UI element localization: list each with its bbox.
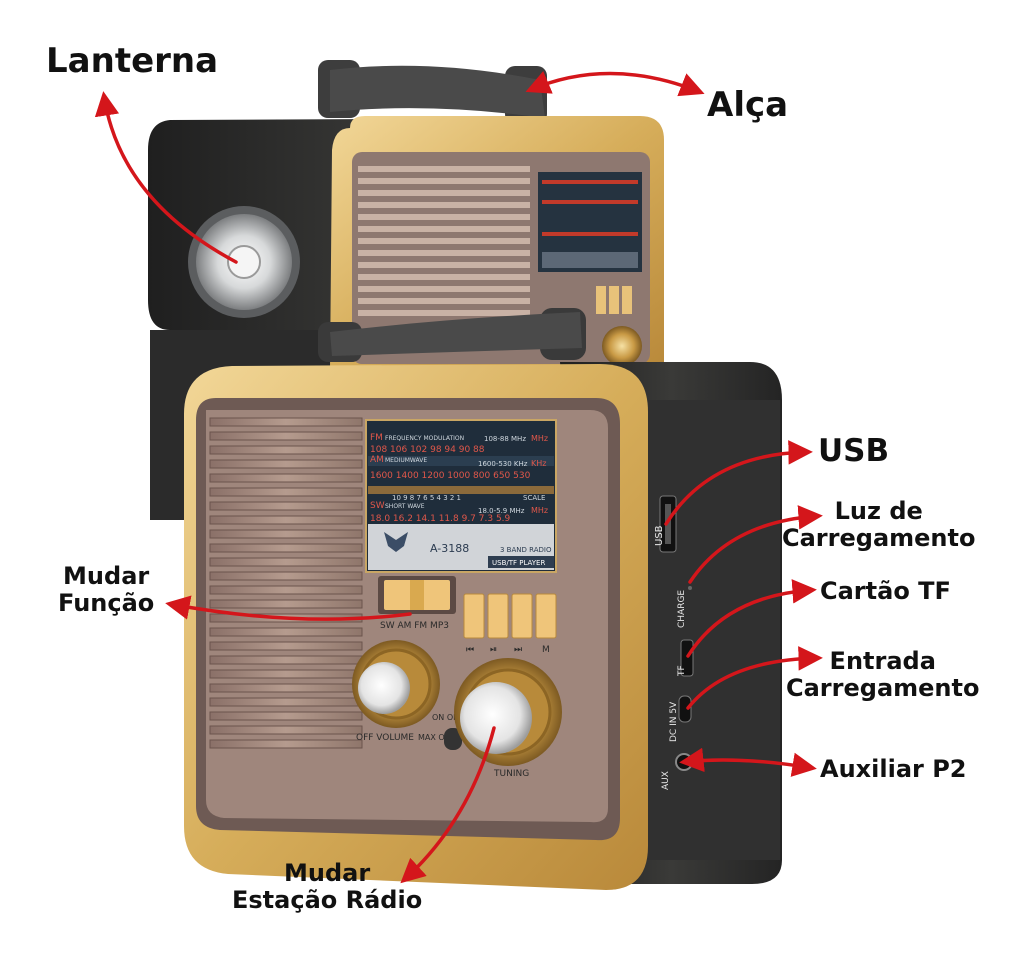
volume-knob[interactable]: [352, 640, 440, 728]
callout-cartao-tf-text: Cartão TF: [820, 577, 951, 605]
callout-usb: USB: [818, 434, 889, 469]
dc-port[interactable]: [678, 695, 692, 723]
charge-label: CHARGE: [677, 590, 687, 628]
sw-caption: SHORT WAVE: [385, 503, 425, 510]
max-on-label: MAX ON: [418, 733, 451, 742]
fm-label: FM: [370, 433, 383, 443]
callout-lanterna: Lanterna: [46, 42, 218, 80]
callout-funcao-line2: Função: [58, 588, 155, 617]
band-line2: USB/TF PLAYER: [492, 559, 545, 567]
callout-auxiliar-text: Auxiliar P2: [820, 755, 967, 783]
am-label: AM: [370, 455, 384, 465]
tf-label: TF: [677, 665, 687, 677]
side-ports: USB CHARGE TF DC IN 5V AUX: [654, 495, 694, 790]
am-scale: 1600 1400 1200 1000 800 650 530: [370, 471, 531, 481]
sw-scale: 18.0 16.2 14.1 11.8 9.7 7.3 5.9: [370, 514, 511, 524]
fm-range: 108-88 MHz: [484, 435, 526, 443]
callout-mudar-estacao: Mudar Estação Rádio: [232, 860, 422, 914]
callout-estacao-line1: Mudar: [284, 859, 371, 887]
tf-slot[interactable]: [680, 639, 694, 677]
callout-lanterna-text: Lanterna: [46, 41, 219, 81]
scale-word: SCALE: [523, 494, 545, 502]
arrow-alca: [525, 71, 705, 97]
sw-range: 18.0-5.9 MHz: [478, 507, 525, 515]
band-line1: 3 BAND RADIO: [500, 546, 552, 554]
am-caption: MEDIUMWAVE: [385, 457, 427, 464]
play-pause-icon: ⏯: [490, 645, 497, 655]
am-unit: KHz: [531, 459, 546, 468]
model-label: A-3188: [430, 542, 469, 555]
fm-scale: 108 106 102 98 94 90 88: [370, 445, 485, 455]
callout-mudar-funcao: Mudar Função: [58, 563, 154, 617]
callout-entrada-line2: Carregamento: [786, 673, 980, 702]
fm-caption: FREQUENCY MODULATION: [385, 435, 464, 442]
callout-funcao-line1: Mudar: [63, 562, 150, 590]
callout-alca: Alça: [707, 86, 788, 124]
prev-button[interactable]: [463, 593, 485, 639]
callout-entrada-carregamento: Entrada Carregamento: [786, 648, 979, 702]
mode-labels: SW AM FM MP3: [380, 621, 449, 631]
arrow-funcao: [165, 595, 412, 621]
volume-label: OFF VOLUME: [356, 733, 414, 743]
arrow-estacao: [400, 726, 496, 884]
tuning-dial-panel: FM FREQUENCY MODULATION 108-88 MHz MHz 1…: [365, 419, 557, 573]
front-grill: [209, 417, 363, 749]
arrow-luz: [688, 505, 823, 584]
back-grill: [358, 166, 530, 316]
next-button[interactable]: [511, 593, 533, 639]
eagle-logo: [384, 532, 408, 552]
next-icon: ⏭: [514, 645, 522, 655]
callout-auxiliar-p2: Auxiliar P2: [820, 756, 967, 783]
callout-usb-text: USB: [818, 433, 890, 469]
scale-numbers: 10 9 8 7 6 5 4 3 2 1: [392, 494, 461, 502]
callout-luz-line2: Carregamento: [782, 523, 976, 552]
mode-switch[interactable]: [378, 576, 456, 614]
back-radio: [148, 60, 664, 520]
callout-alca-text: Alça: [707, 85, 789, 125]
mode-m-button[interactable]: [535, 593, 557, 639]
m-label: M: [542, 645, 550, 655]
power-slider[interactable]: [444, 728, 462, 750]
tuning-knob[interactable]: [454, 658, 562, 766]
fm-unit: MHz: [531, 434, 548, 443]
on-off-label: ON OFF: [432, 713, 463, 722]
dc-label: DC IN 5V: [669, 701, 679, 742]
charge-led: [688, 586, 692, 590]
am-range: 1600-530 KHz: [478, 460, 528, 468]
callout-arrows: [94, 71, 823, 884]
arrow-entrada: [686, 646, 823, 710]
sw-label: SW: [370, 501, 385, 511]
arrow-auxiliar: [679, 747, 817, 777]
callout-luz-line1: Luz de: [834, 497, 923, 525]
front-radio: FM FREQUENCY MODULATION 108-88 MHz MHz 1…: [184, 308, 782, 890]
callout-entrada-line1: Entrada: [829, 647, 936, 675]
usb-port-label: USB: [654, 525, 665, 546]
tuning-label: TUNING: [493, 769, 529, 779]
arrow-tf: [686, 579, 817, 658]
arrow-lanterna: [94, 91, 238, 264]
callout-cartao-tf: Cartão TF: [820, 578, 951, 605]
sw-unit: MHz: [531, 506, 548, 515]
callout-estacao-line2: Estação Rádio: [232, 885, 423, 914]
callout-luz-carregamento: Luz de Carregamento: [782, 498, 975, 552]
aux-label: AUX: [661, 771, 671, 790]
play-pause-button[interactable]: [487, 593, 509, 639]
arrow-usb: [664, 440, 813, 526]
prev-icon: ⏮: [466, 645, 474, 655]
